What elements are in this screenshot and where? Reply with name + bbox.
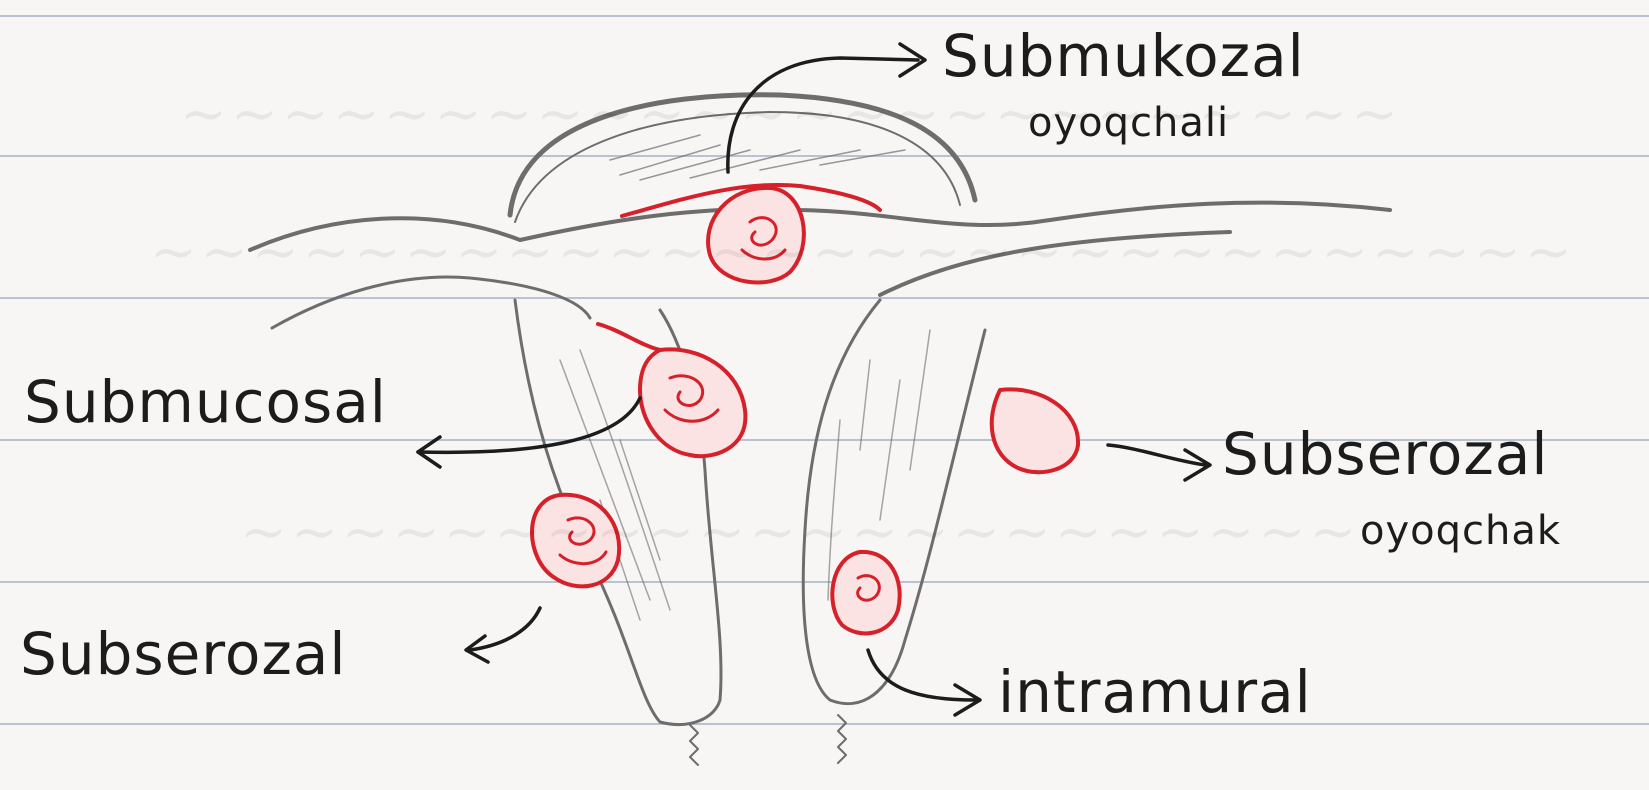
arrow-subserozal-right [1108,445,1210,480]
show-through-text: ~~~~~~~~~~~~~~~~~~~~~~~~~~~~ [150,220,1576,285]
label-submukozal-oyoqchali: oyoqchali [1028,100,1229,146]
show-through-text: ~~~~~~~~~~~~~~~~~~~~~~ [240,500,1360,565]
label-subserozal-left: Subserozal [20,620,346,688]
subserozal-right-fibroid [992,389,1078,472]
arrow-subserozal-left [466,608,540,662]
label-submukozal: Submukozal [942,22,1305,90]
cervix-squiggle-right [838,715,846,763]
label-subserozal-right: Subserozal [1222,420,1548,488]
label-subserozal-oyoqchak: oyoqchak [1360,508,1561,554]
submucosal-fibroid [598,324,745,456]
label-intramural: intramural [998,658,1312,726]
arrow-submucosal [418,398,640,467]
cervix-squiggle-left [690,725,698,765]
label-submucosal: Submucosal [24,368,387,436]
